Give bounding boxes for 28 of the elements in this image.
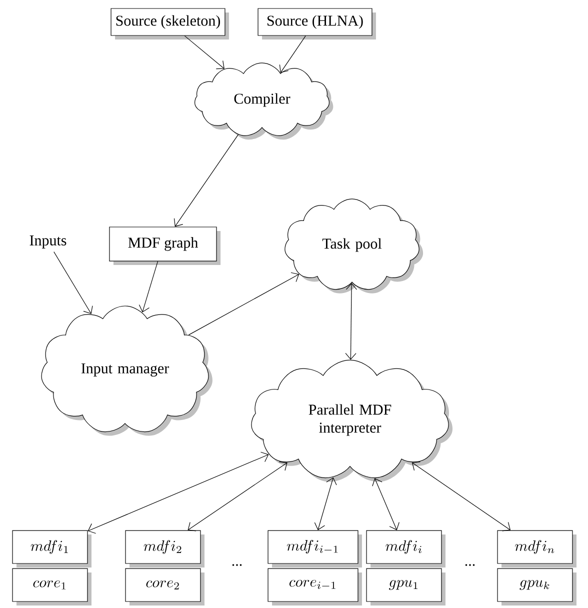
arrow — [138, 261, 158, 312]
process-box: MDF graph — [109, 226, 221, 266]
process-box: $gpu_1$ — [366, 568, 446, 606]
ellipsis: ... — [232, 564, 242, 566]
input-label: Inputs — [30, 236, 66, 249]
process-box: $core_2$ — [125, 568, 204, 606]
arrow — [345, 283, 358, 360]
process-box: $mdfi_i$ — [366, 530, 446, 568]
arrow — [412, 462, 511, 532]
process-box: $mdfi_n$ — [497, 530, 576, 568]
process-box: Source (HLNA) — [258, 8, 376, 40]
ellipsis: ... — [465, 564, 475, 566]
arrow — [188, 272, 300, 336]
process-box: $mdfi_1$ — [12, 530, 92, 568]
process-box: Source (skeleton) — [110, 8, 229, 40]
process-box: $mdfi_{i-1}$ — [268, 530, 362, 568]
arrow — [54, 252, 93, 314]
arrow — [174, 134, 238, 227]
arrow — [372, 478, 400, 530]
process-box: $core_1$ — [12, 568, 92, 606]
process-box: $gpu_k$ — [497, 568, 576, 606]
arrow — [279, 36, 306, 73]
arrow — [88, 452, 269, 534]
arrow — [314, 477, 337, 530]
arrow — [184, 36, 224, 70]
arrow — [188, 462, 288, 532]
process-box: $mdfi_2$ — [125, 530, 204, 568]
process-box: $core_{i-1}$ — [268, 568, 362, 606]
